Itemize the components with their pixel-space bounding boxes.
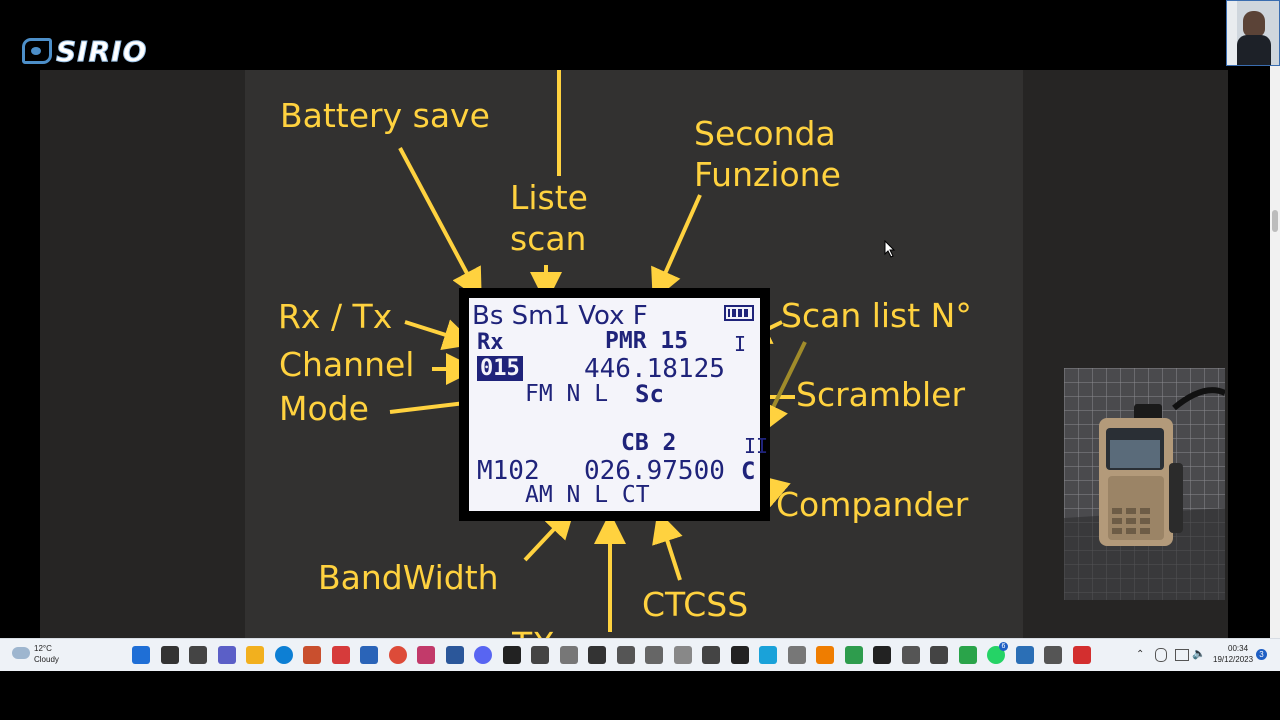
- label-scan-list-number: Scan list N°: [781, 296, 972, 335]
- lcd-lower-scanlist: II: [744, 434, 769, 458]
- app-icon-k[interactable]: [787, 646, 806, 664]
- vlc-icon[interactable]: [816, 646, 834, 664]
- weather-temp[interactable]: 12°C: [34, 644, 52, 653]
- app-icon-n[interactable]: [930, 646, 948, 664]
- app-icon-h[interactable]: [702, 646, 720, 664]
- chrome-icon[interactable]: [388, 646, 407, 664]
- app-icon-c[interactable]: [559, 646, 578, 664]
- lcd-lower-frequency: 026.97500: [584, 456, 725, 486]
- lcd-upper-frequency: 446.18125: [584, 354, 725, 384]
- mouse-cursor-icon: [884, 240, 896, 258]
- label-liste-scan: Liste scan: [510, 178, 588, 258]
- edge-icon[interactable]: [274, 646, 293, 664]
- microphone-icon[interactable]: [1155, 648, 1167, 662]
- label-mode: Mode: [279, 389, 369, 428]
- sirio-logo-text: SIRIO: [55, 34, 148, 68]
- app-icon-p[interactable]: [1015, 646, 1034, 664]
- lcd-lower-name: CB 2: [621, 430, 677, 456]
- label-tx: TX: [512, 624, 555, 638]
- photos-icon[interactable]: [303, 646, 321, 664]
- word-icon[interactable]: [445, 646, 464, 664]
- chat-icon[interactable]: [217, 646, 236, 664]
- clock-date[interactable]: 19/12/2023: [1213, 655, 1254, 664]
- lcd-upper-scanlist: I: [734, 332, 747, 356]
- windows-taskbar: 12°C Cloudy 6 ⌃ 🔈 00:34 19/12/2023 3: [0, 638, 1280, 671]
- label-seconda-funzione: Seconda Funzione: [694, 114, 841, 194]
- radio-photo: [1064, 368, 1225, 600]
- arrow-seconda-funzione: [651, 194, 702, 302]
- search-icon[interactable]: [160, 646, 179, 664]
- app-icon-o[interactable]: [958, 646, 977, 664]
- lcd-lower-channel: M102: [477, 456, 540, 486]
- app-icon-a[interactable]: [502, 646, 521, 664]
- label-bandwidth: BandWidth: [318, 558, 499, 597]
- lcd-battery-icon: [724, 305, 754, 321]
- app-icon-f[interactable]: [645, 646, 663, 664]
- arrow-battery-save: [398, 147, 482, 302]
- chevron-up-icon[interactable]: ⌃: [1136, 649, 1145, 660]
- label-ctcss: CTCSS: [642, 585, 749, 624]
- lcd-upper-channel: 015: [477, 356, 523, 381]
- task-view-icon[interactable]: [189, 646, 207, 664]
- lcd-rx-indicator: Rx: [477, 330, 504, 355]
- scrollbar-thumb[interactable]: [1272, 210, 1278, 232]
- lcd-upper-scrambler: Sc: [635, 380, 664, 408]
- label-channel: Channel: [279, 345, 415, 384]
- arrow-ctcss: [652, 510, 683, 581]
- lcd-upper-mode: FM N L: [525, 381, 609, 407]
- volume-icon[interactable]: 🔈: [1192, 647, 1206, 660]
- scrollbar[interactable]: [1270, 66, 1280, 638]
- label-battery-save: Battery save: [280, 96, 490, 135]
- app-icon-b[interactable]: [531, 646, 549, 664]
- app-icon-j[interactable]: [759, 646, 777, 664]
- app-icon-e[interactable]: [616, 646, 635, 664]
- flag-icon[interactable]: [331, 646, 350, 664]
- app-icon-g[interactable]: [673, 646, 692, 664]
- clock-time[interactable]: 00:34: [1228, 644, 1249, 653]
- app-icon-r[interactable]: [1072, 646, 1091, 664]
- lcd-upper-name: PMR 15: [605, 328, 689, 354]
- photo-app-icon[interactable]: [417, 646, 435, 664]
- app-icon-d[interactable]: [588, 646, 606, 664]
- label-compander: Compander: [776, 485, 969, 524]
- app-icon-q[interactable]: [1044, 646, 1062, 664]
- lcd-lower-mode: AM N L CT: [525, 482, 650, 508]
- radio-lcd-display: Bs Sm1 Vox F Rx PMR 15 I 015 446.18125 F…: [459, 288, 770, 521]
- webcam-overlay: [1226, 0, 1280, 66]
- sirio-logo-icon: [22, 38, 52, 64]
- radio-photo-image: [1064, 368, 1225, 600]
- store-icon[interactable]: [360, 646, 378, 664]
- weather-desc[interactable]: Cloudy: [34, 655, 59, 664]
- cloud-icon: [12, 647, 30, 659]
- whatsapp-badge: 6: [999, 642, 1008, 651]
- file-explorer-icon[interactable]: [246, 646, 264, 664]
- lcd-lower-compander: C: [741, 457, 756, 485]
- label-rx-tx: Rx / Tx: [278, 297, 393, 336]
- notification-badge[interactable]: 3: [1256, 649, 1267, 660]
- arrow-scan-list-2: [759, 341, 807, 436]
- windows-start-icon[interactable]: [132, 646, 150, 664]
- label-scrambler: Scrambler: [796, 375, 966, 414]
- app-icon-i[interactable]: [730, 646, 749, 664]
- discord-icon[interactable]: [474, 646, 492, 664]
- arrow-rx-tx: [404, 319, 476, 350]
- app-icon-m[interactable]: [901, 646, 920, 664]
- capcut-icon[interactable]: [873, 646, 891, 664]
- sirio-logo: SIRIO: [22, 34, 148, 68]
- app-icon-l[interactable]: [844, 646, 863, 664]
- network-icon[interactable]: [1175, 649, 1189, 661]
- lcd-status-line: Bs Sm1 Vox F: [472, 301, 648, 331]
